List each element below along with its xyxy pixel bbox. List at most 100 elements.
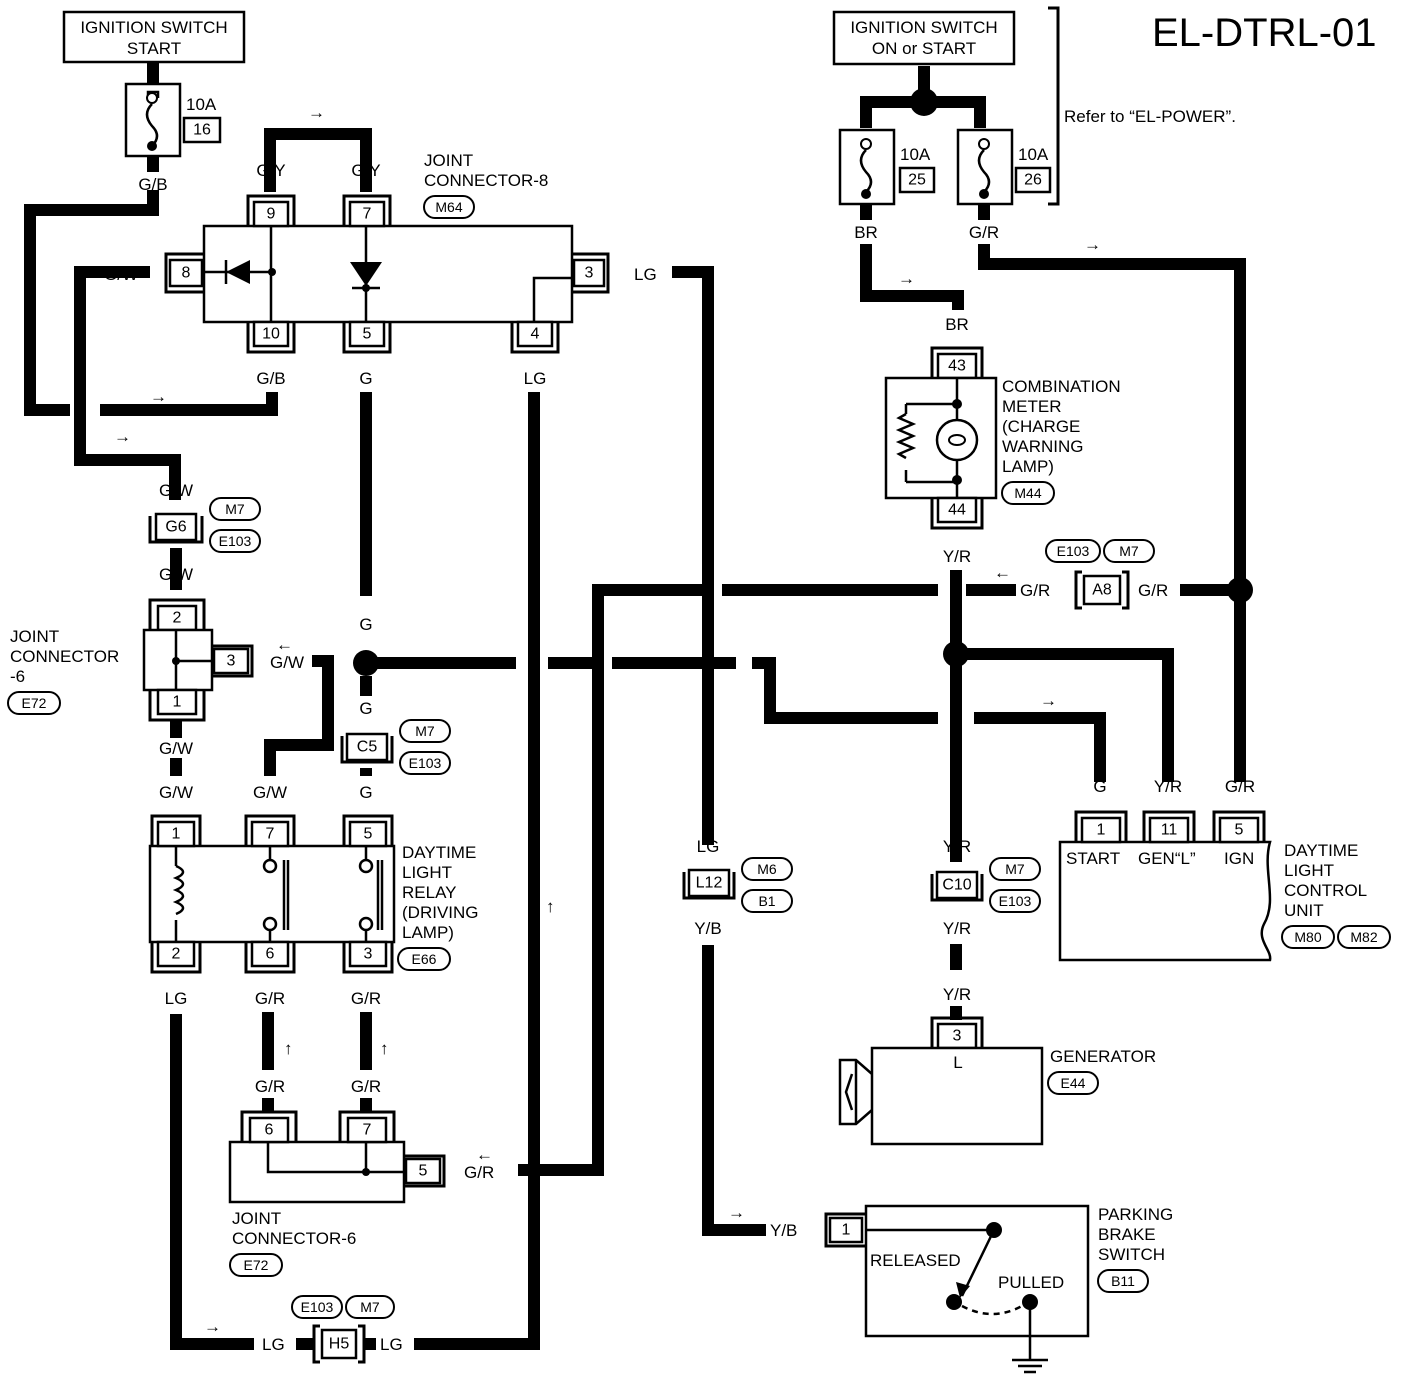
splice-ign bbox=[910, 88, 938, 116]
g6-box bbox=[154, 512, 198, 542]
wire-label-gw-relay1: G/W bbox=[159, 783, 193, 802]
meter-label-3: (CHARGE bbox=[1002, 417, 1080, 436]
wire-label-lg-pin3: LG bbox=[634, 265, 657, 284]
c10-code-2-oval bbox=[989, 889, 1041, 913]
jc6-top-pin2-box bbox=[156, 604, 198, 632]
jc8-code-oval bbox=[423, 195, 475, 219]
a8-code-1-oval bbox=[1045, 539, 1101, 563]
arrow-jc6-gw: ← bbox=[276, 635, 293, 654]
jc6-top-pin-2: 2 bbox=[173, 610, 182, 627]
cu-code-2-oval bbox=[1337, 925, 1391, 949]
fuse-16-number-box bbox=[182, 116, 222, 144]
pbs-bracket bbox=[824, 1212, 866, 1248]
jc6-top-node bbox=[172, 657, 180, 665]
relay-label-3: RELAY bbox=[402, 883, 457, 902]
arrow-gw: → bbox=[114, 427, 131, 446]
jc6-bottom-pin-6: 6 bbox=[265, 1122, 274, 1139]
c10-id: C10 bbox=[942, 877, 971, 894]
h5-code-2: M7 bbox=[360, 1299, 380, 1315]
relay-label-4: (DRIVING bbox=[402, 903, 479, 922]
jc8-pin-4: 4 bbox=[531, 326, 540, 343]
wire-label-gw-g6-bottom: G/W bbox=[159, 565, 193, 584]
cu-terminal-gen: GEN“L” bbox=[1138, 849, 1196, 868]
fuse-16 bbox=[124, 82, 182, 172]
pbs-body bbox=[864, 1204, 1090, 1338]
h5-box bbox=[320, 1328, 358, 1360]
wire-label-gb-top: G/B bbox=[138, 175, 167, 194]
jc8-label-2: CONNECTOR-8 bbox=[424, 171, 548, 190]
relay-code-oval bbox=[397, 947, 451, 971]
ign-start-box bbox=[62, 10, 246, 64]
wire-label-g-below-splice: G bbox=[359, 699, 372, 718]
relay-label-2: LIGHT bbox=[402, 863, 452, 882]
jc6-top-pin3-box bbox=[212, 647, 250, 675]
arrow-gy: → bbox=[308, 103, 325, 122]
c5-code-1: M7 bbox=[415, 723, 435, 739]
cu-code-2: M82 bbox=[1350, 929, 1377, 945]
jc6-top-label-1: JOINT bbox=[10, 627, 59, 646]
fuse-16-rating: 10A bbox=[186, 95, 217, 114]
ign-on-line2: ON or START bbox=[872, 39, 976, 58]
wire-gr-fuse26 bbox=[978, 244, 1246, 782]
jc6-top-bracket-top bbox=[148, 598, 206, 630]
gen-code-oval bbox=[1047, 1071, 1099, 1095]
wire-label-lg-h5-right: LG bbox=[380, 1335, 403, 1354]
pbs-pin-box bbox=[828, 1216, 864, 1244]
wire-label-gr-a8-right: G/R bbox=[1138, 581, 1168, 600]
meter-label-4: WARNING bbox=[1002, 437, 1084, 456]
l12-bracket bbox=[682, 872, 736, 900]
pbs-code: B11 bbox=[1111, 1273, 1135, 1289]
power-note: Refer to “EL-POWER”. bbox=[1064, 107, 1236, 126]
wire-g-to-cu bbox=[974, 712, 1106, 782]
jc6-bottom-code-oval bbox=[229, 1253, 283, 1277]
jc8-pin-3: 3 bbox=[585, 265, 594, 282]
arrow-gr-a8: ← bbox=[994, 563, 1011, 582]
splice-g bbox=[353, 650, 379, 676]
a8-box bbox=[1082, 574, 1122, 606]
pulley-icon bbox=[838, 1058, 873, 1126]
wire-lg-pin4 bbox=[414, 392, 540, 1350]
arrow-gr-up-1: ↑ bbox=[284, 1039, 293, 1058]
wire-label-gy-left: G/Y bbox=[256, 161, 285, 180]
jc6-bottom-label-2: CONNECTOR-6 bbox=[232, 1229, 356, 1248]
jc6-bottom-label-1: JOINT bbox=[232, 1209, 281, 1228]
g6-code-1: M7 bbox=[225, 501, 245, 517]
a8-code-2-oval bbox=[1103, 539, 1155, 563]
cu-terminal-ign: IGN bbox=[1224, 849, 1254, 868]
c5-code-2: E103 bbox=[409, 755, 442, 771]
l12-id: L12 bbox=[696, 875, 723, 892]
c5-code-1-oval bbox=[399, 719, 451, 743]
wire-gy-bridge bbox=[264, 128, 372, 192]
pbs-pivot bbox=[986, 1222, 1002, 1238]
wire-label-yr-c10-top: Y/R bbox=[943, 837, 971, 856]
wire-label-lg-pin4: LG bbox=[524, 369, 547, 388]
wire-label-g-above-splice: G bbox=[359, 615, 372, 634]
jc6-top-pin-3: 3 bbox=[227, 653, 236, 670]
jc8-pin-9: 9 bbox=[267, 206, 276, 223]
c10-code-1: M7 bbox=[1005, 861, 1025, 877]
gen-label: GENERATOR bbox=[1050, 1047, 1156, 1066]
wire-label-gr-jc6-pin5: G/R bbox=[464, 1163, 494, 1182]
c5-code-2-oval bbox=[399, 751, 451, 775]
l12-code-1-oval bbox=[741, 857, 793, 881]
wire-label-gw-jc6-bottom: G/W bbox=[159, 739, 193, 758]
meter-pin-44: 44 bbox=[948, 502, 966, 519]
fuse-26-rating: 10A bbox=[1018, 145, 1049, 164]
fuse-16-number: 16 bbox=[193, 122, 211, 139]
g6-id: G6 bbox=[165, 519, 186, 536]
relay-pin-7: 7 bbox=[266, 826, 275, 843]
pbs-label-2: BRAKE bbox=[1098, 1225, 1156, 1244]
jc6-bottom-pins bbox=[240, 1110, 446, 1188]
wire-label-gb-pin10: G/B bbox=[256, 369, 285, 388]
wire-lg-relay2 bbox=[170, 1014, 254, 1350]
fuse-25-number-box bbox=[898, 166, 936, 194]
cu-label-2: LIGHT bbox=[1284, 861, 1334, 880]
wire-label-yr-gen: Y/R bbox=[943, 985, 971, 1004]
relay-pin-6: 6 bbox=[266, 946, 275, 963]
h5-code-1-oval bbox=[291, 1295, 343, 1319]
wire-br bbox=[860, 244, 964, 310]
gen-pin: 3 bbox=[953, 1028, 962, 1045]
a8-bracket bbox=[1074, 570, 1130, 610]
fuse-25-rating: 10A bbox=[900, 145, 931, 164]
